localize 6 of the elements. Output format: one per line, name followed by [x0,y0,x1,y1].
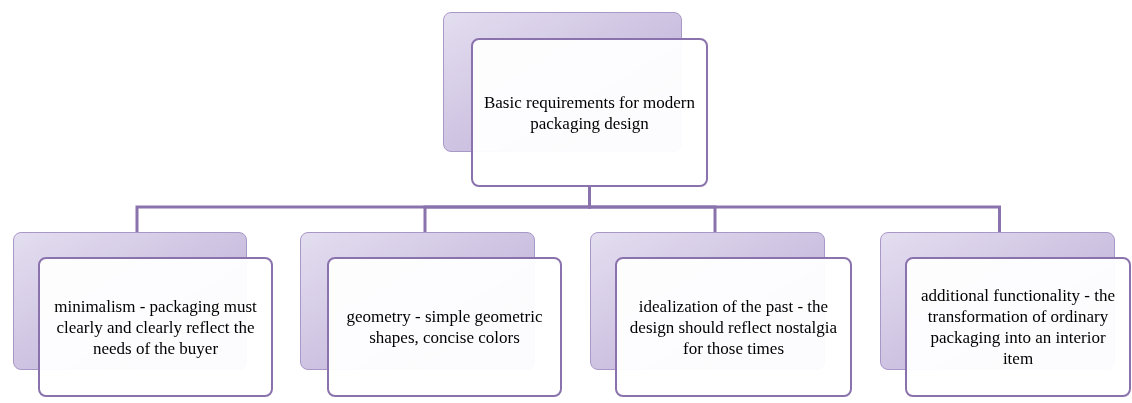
node-label: geometry - simple geometric shapes, concise colors [345,306,544,348]
node-label: idealization of the past - the design should reflect nostalgia for those times [628,295,839,359]
node-label: Basic requirements for modern packaging design [483,91,696,134]
connector-line [588,187,1001,232]
node-label: additional functionality - the transformation of ordinary packaging into an interior item [920,285,1116,369]
node-label: minimalism - packaging must clearly and clearly reflect the needs of the buyer [53,295,258,359]
